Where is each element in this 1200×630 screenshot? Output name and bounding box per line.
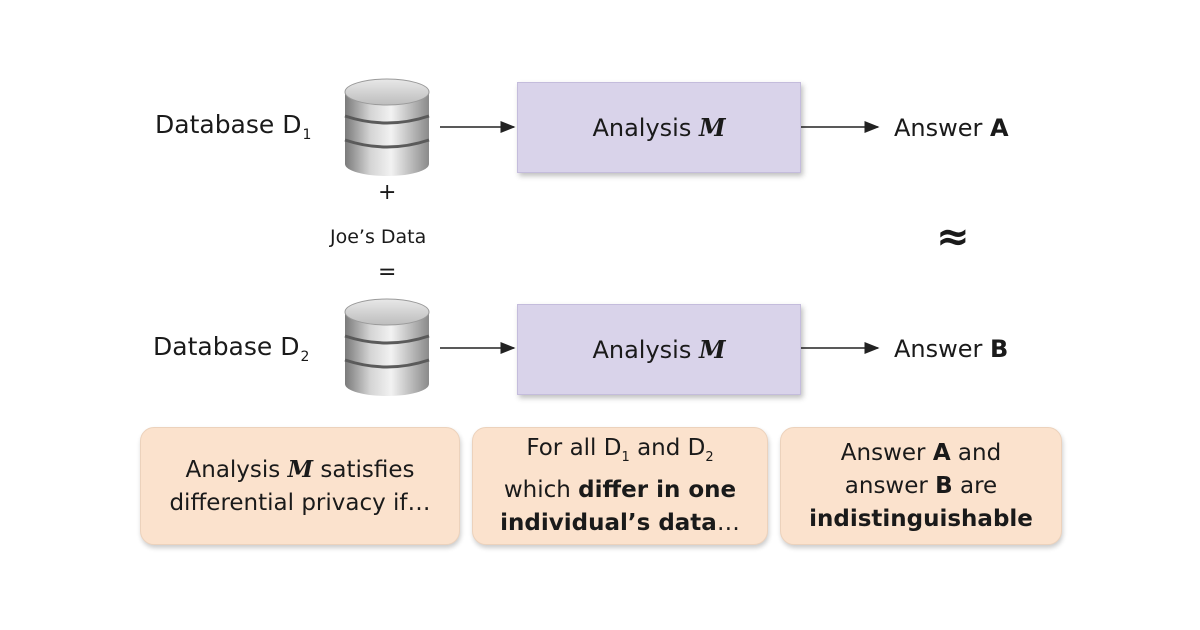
analysis-box-1: Analysis M	[517, 82, 801, 173]
answer-b: Answer B	[894, 335, 1009, 363]
equals-sign: =	[378, 260, 397, 285]
mechanism-symbol: M	[698, 113, 726, 142]
plus-sign: +	[378, 180, 397, 205]
card-definition-line2: differential privacy if…	[169, 489, 431, 516]
card-conclusion-line1: Answer A and	[840, 439, 1002, 466]
database-label-2: Database D2	[153, 332, 310, 365]
mechanism-symbol: M	[698, 335, 726, 364]
approx-sign: ≈	[936, 214, 970, 260]
card-definition: Analysis M satisfies differential privac…	[140, 427, 460, 545]
analysis-label: Analysis	[592, 335, 692, 364]
card-condition-line1: For all D1 and D2	[526, 435, 714, 465]
card-condition-line2: which differ in one	[503, 477, 737, 503]
answer-a: Answer A	[894, 114, 1009, 142]
card-conclusion: Answer A and answer B are indistinguisha…	[780, 427, 1062, 545]
database-label-1: Database D1	[155, 110, 312, 143]
card-conclusion-line2: answer B are	[844, 472, 998, 499]
joes-data-label: Joe’s Data	[330, 226, 427, 248]
database-icon	[344, 298, 430, 396]
database-icon	[344, 78, 430, 176]
card-definition-line1: Analysis M satisfies	[185, 455, 415, 483]
card-condition: For all D1 and D2 which differ in one in…	[472, 427, 768, 545]
card-condition-line3: individual’s data…	[500, 510, 740, 536]
card-conclusion-line3: indistinguishable	[809, 505, 1033, 532]
analysis-box-2: Analysis M	[517, 304, 801, 395]
analysis-label: Analysis	[592, 113, 692, 142]
